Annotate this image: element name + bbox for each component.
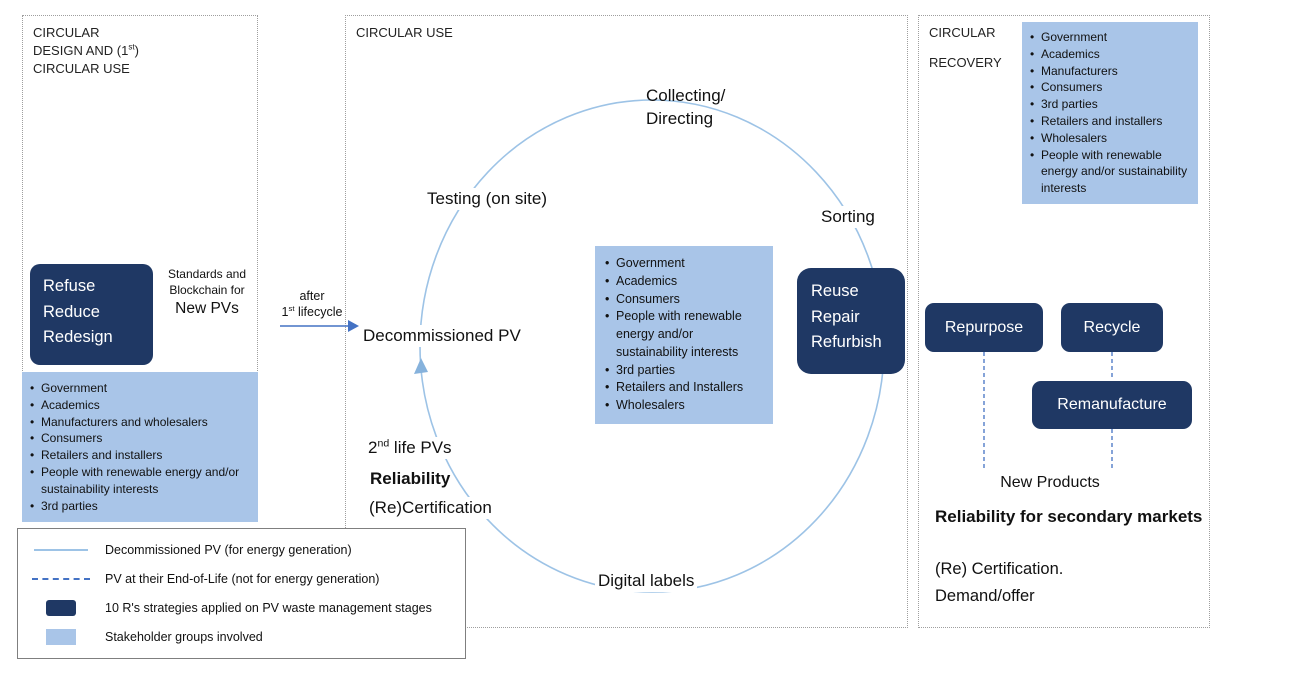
navy-box-swatch-icon (26, 600, 96, 617)
collecting-line1: Collecting/ (646, 86, 726, 105)
left-stakeholder-list: Government Academics Manufacturers and w… (22, 372, 258, 523)
demand-offer-label: Demand/offer (935, 587, 1035, 605)
reuse-repair-refurbish-box: Reuse Repair Refurbish (797, 268, 905, 374)
standards-blockchain-note: Standards and Blockchain for New PVs (152, 267, 262, 318)
center-panel-title: CIRCULAR USE (356, 25, 453, 40)
legend-box: Decommissioned PV (for energy generation… (17, 528, 466, 659)
cycle-label-testing-on-site: Testing (on site) (424, 188, 550, 210)
strategy-line: Reduce (43, 302, 100, 321)
cycle-label-recertification: (Re)Certification (366, 497, 495, 519)
cycle-label-digital-labels: Digital labels (595, 570, 698, 592)
list-item: People with renewable energy and/or sust… (28, 464, 252, 498)
list-item: Retailers and installers (28, 447, 252, 464)
right-panel-title-line2: RECOVERY (929, 55, 1002, 71)
list-item: Academics (1028, 46, 1192, 63)
list-item: People with renewable energy and/or sust… (603, 308, 765, 361)
list-item: People with renewable energy and/or sust… (1028, 147, 1192, 197)
refuse-reduce-redesign-box: Refuse Reduce Redesign (30, 264, 153, 365)
legend-label: Stakeholder groups involved (105, 630, 263, 645)
list-item: Consumers (28, 430, 252, 447)
strategy-line: Redesign (43, 328, 113, 347)
list-item: Government (28, 380, 252, 397)
strategy-line: Refurbish (811, 333, 882, 352)
list-item: Academics (28, 397, 252, 414)
strategy-line: Reuse (811, 282, 859, 300)
recycle-box: Recycle (1061, 303, 1163, 352)
list-item: Consumers (1028, 79, 1192, 96)
strategy-line: Repair (811, 307, 860, 326)
list-item: Retailers and Installers (603, 379, 765, 397)
legend-item-decommissioned-pv: Decommissioned PV (for energy generation… (26, 542, 457, 558)
list-item: 3rd parties (1028, 96, 1192, 113)
repurpose-box: Repurpose (925, 303, 1043, 352)
list-item: Wholesalers (603, 397, 765, 415)
list-item: 3rd parties (603, 362, 765, 380)
list-item: Wholesalers (1028, 130, 1192, 147)
list-item: Government (603, 255, 765, 273)
dashed-line-swatch-icon (26, 577, 96, 580)
cycle-label-second-life-pvs: 2nd life PVs (365, 437, 455, 459)
left-panel-title-line3: CIRCULAR USE (33, 61, 130, 77)
reliability-secondary-markets-label: Reliability for secondary markets (935, 507, 1203, 526)
right-panel-title-line1: CIRCULAR (929, 25, 996, 40)
list-item: Academics (603, 273, 765, 291)
solid-line-swatch-icon (26, 548, 96, 551)
legend-label: Decommissioned PV (for energy generation… (105, 542, 352, 557)
after-label-line2: 1st lifecycle (281, 303, 343, 319)
list-item: Government (1028, 29, 1192, 46)
light-box-swatch-icon (26, 629, 96, 646)
strategy-line: Refuse (43, 277, 96, 295)
legend-item-stakeholder-groups: Stakeholder groups involved (26, 629, 457, 646)
list-item: Manufacturers and wholesalers (28, 414, 252, 431)
right-stakeholder-list: Government Academics Manufacturers Consu… (1022, 22, 1198, 204)
stakeholder-list: Government Academics Consumers People wi… (603, 255, 765, 415)
list-item: 3rd parties (28, 498, 252, 515)
recertification-label: (Re) Certification. (935, 560, 1064, 578)
center-stakeholder-list: Government Academics Consumers People wi… (595, 246, 773, 424)
left-panel-title: CIRCULAR DESIGN AND (1st) CIRCULAR USE (23, 16, 257, 87)
after-label-line1: after (299, 289, 325, 303)
legend-item-end-of-life-pv: PV at their End-of-Life (not for energy … (26, 571, 457, 587)
cycle-label-collecting-directing: Collecting/ Directing (646, 84, 725, 131)
legend-item-r-strategies: 10 R's strategies applied on PV waste ma… (26, 600, 457, 617)
cycle-label-sorting: Sorting (818, 206, 878, 228)
standards-note-text: Standards and Blockchain for (167, 267, 247, 297)
list-item: Manufacturers (1028, 63, 1192, 80)
collecting-line2: Directing (646, 109, 714, 129)
remanufacture-box: Remanufacture (1032, 381, 1192, 429)
legend-label: 10 R's strategies applied on PV waste ma… (105, 601, 432, 615)
after-first-lifecycle-label: after 1st lifecycle (266, 289, 358, 320)
stakeholder-list: Government Academics Manufacturers Consu… (1028, 29, 1192, 197)
legend-label: PV at their End-of-Life (not for energy … (105, 571, 380, 586)
left-panel-title-line2: DESIGN AND (1st) (33, 42, 139, 59)
list-item: Retailers and installers (1028, 113, 1192, 130)
cycle-label-reliability: Reliability (370, 469, 451, 488)
list-item: Consumers (603, 291, 765, 309)
cycle-label-decommissioned-pv: Decommissioned PV (360, 325, 524, 347)
new-products-label: New Products (1000, 474, 1100, 491)
right-panel-title: CIRCULAR RECOVERY (919, 16, 1209, 80)
stakeholder-list: Government Academics Manufacturers and w… (28, 380, 252, 514)
left-panel-title-line1: CIRCULAR (33, 25, 100, 40)
new-pvs-label: New PVs (175, 300, 239, 318)
